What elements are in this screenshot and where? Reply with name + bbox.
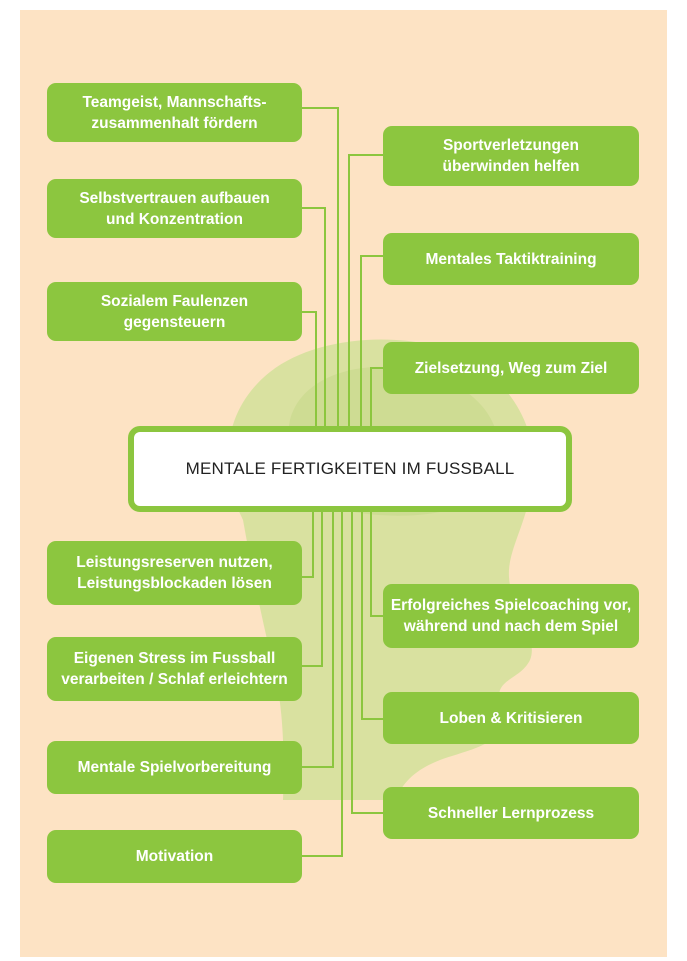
- box-label-line2: Leistungsblockaden lösen: [77, 575, 272, 592]
- box-spielcoaching: Erfolgreiches Spielcoaching vor, während …: [383, 584, 639, 648]
- box-label-line1: Sportverletzungen: [442, 137, 580, 154]
- box-label-line1: Motivation: [135, 848, 214, 865]
- box-label-line2: und Konzentration: [106, 210, 243, 228]
- box-label-line1: Selbstvertrauen aufbauen: [79, 189, 270, 207]
- box-label-line1: Loben & Kritisieren: [439, 709, 583, 727]
- box-leistungsreserven: Leistungsreserven nutzen, Leistungsblocka…: [47, 541, 302, 605]
- box-mentale-spielvorbereitung: Mentale Spielvorbereitung: [47, 741, 302, 794]
- box-label-line1: Mentales Taktiktraining: [425, 250, 597, 268]
- box-label-line1: Erfolgreiches Spielcoaching vor,: [390, 597, 632, 614]
- box-label-line2: überwinden helfen: [442, 158, 580, 175]
- box-selbstvertrauen: Selbstvertrauen aufbauen und Konzentratio…: [47, 179, 302, 238]
- box-label-line1: Eigenen Stress im Fussball: [73, 650, 276, 667]
- box-label-line1: Zielsetzung, Weg zum Ziel: [414, 359, 608, 377]
- box-label-line1: Schneller Lernprozess: [427, 804, 595, 822]
- box-sportverletzungen: Sportverletzungen überwinden helfen: [383, 126, 639, 186]
- box-zielsetzung: Zielsetzung, Weg zum Ziel: [383, 342, 639, 394]
- box-label-line1: Mentale Spielvorbereitung: [77, 759, 272, 776]
- box-schneller-lernprozess: Schneller Lernprozess: [383, 787, 639, 839]
- box-label-line1: Leistungsreserven nutzen,: [76, 554, 273, 571]
- box-eigenen-stress: Eigenen Stress im Fussball verarbeiten / …: [47, 637, 302, 701]
- box-motivation: Motivation: [47, 830, 302, 883]
- box-label-line1: Teamgeist, Mannschafts-: [82, 93, 267, 111]
- box-label-line1: Sozialem Faulenzen: [100, 292, 249, 310]
- box-label-line2: verarbeiten / Schlaf erleichtern: [61, 671, 288, 688]
- center-title: MENTALE FERTIGKEITEN IM FUSSBALL: [185, 459, 515, 478]
- box-label-line2: gegensteuern: [123, 313, 226, 331]
- box-label-line2: während und nach dem Spiel: [403, 618, 619, 635]
- box-label-line2: zusammenhalt fördern: [91, 114, 258, 132]
- box-mentales-taktiktraining: Mentales Taktiktraining: [383, 233, 639, 285]
- box-teamgeist: Teamgeist, Mannschafts-zusammenhalt förd…: [47, 83, 302, 142]
- center-title-box: MENTALE FERTIGKEITEN IM FUSSBALL: [128, 426, 572, 512]
- box-loben-kritisieren: Loben & Kritisieren: [383, 692, 639, 744]
- box-sozialem-faulenzen: Sozialem Faulenzen gegensteuern: [47, 282, 302, 341]
